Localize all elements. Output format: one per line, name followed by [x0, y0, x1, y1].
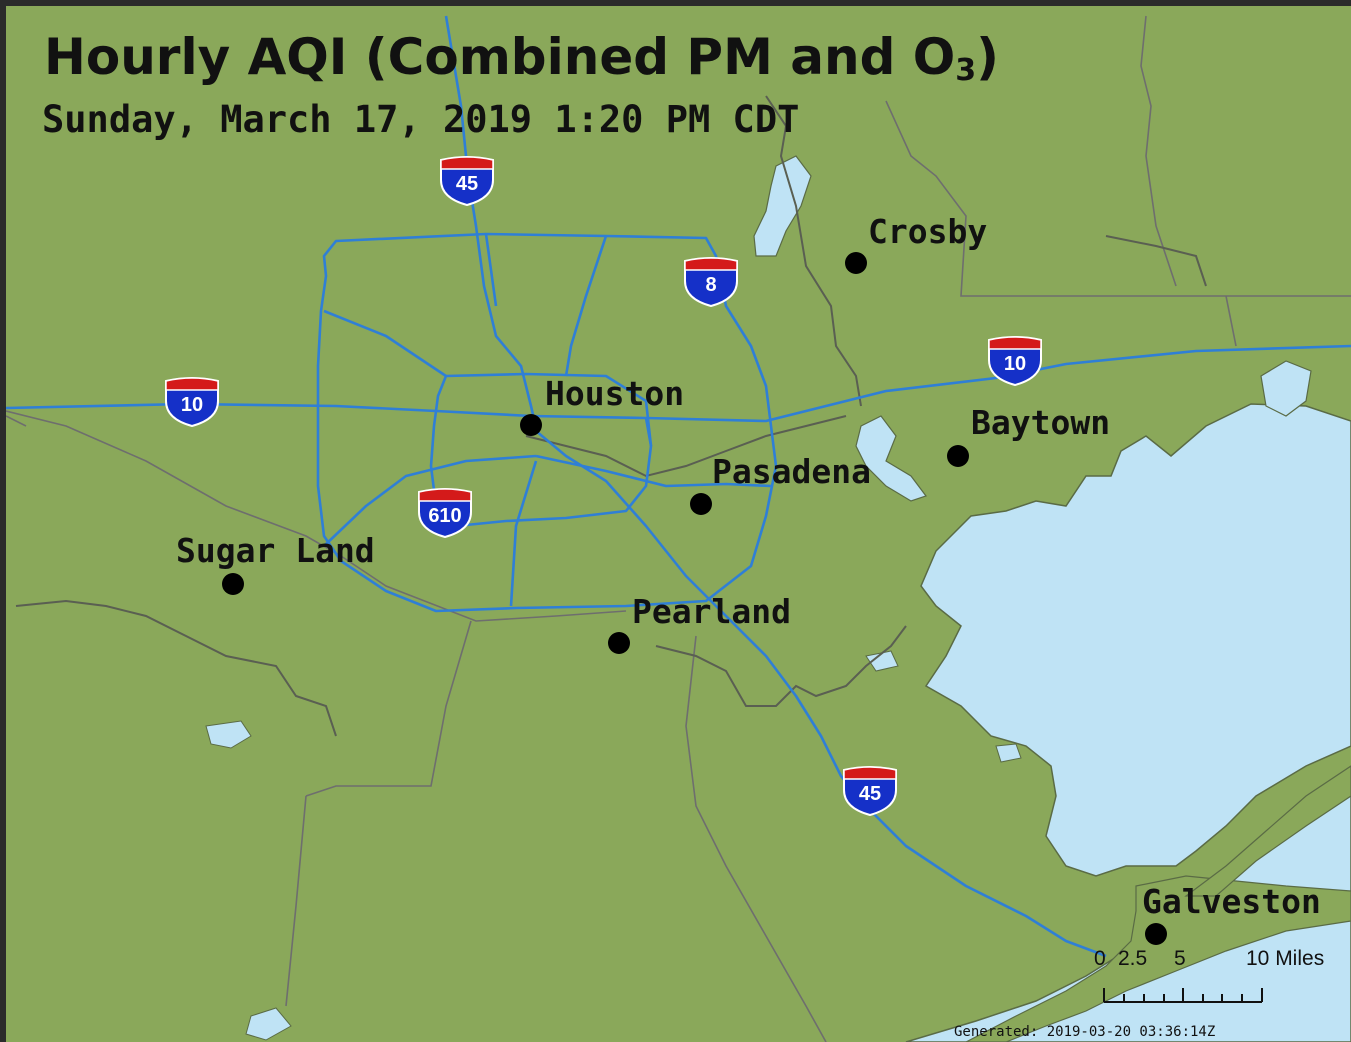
i10-west-shield: 10: [163, 375, 221, 428]
lake-east: [1260, 360, 1312, 417]
lake-small-bottom: [245, 1007, 292, 1041]
sugar-land-marker: [222, 573, 244, 595]
city-label-crosby: Crosby: [868, 212, 988, 251]
shield-number: 610: [428, 505, 462, 527]
map-canvas: [6, 6, 1351, 1042]
galveston-bay: [920, 403, 1351, 877]
city-label-pearland: Pearland: [632, 592, 791, 631]
interstate-shield-icon: [440, 156, 494, 207]
galveston-marker: [1145, 923, 1167, 945]
map-timestamp: Sunday, March 17, 2019 1:20 PM CDT: [42, 98, 800, 141]
shield-number: 45: [455, 173, 479, 195]
scale-label-5: 5: [1174, 947, 1186, 970]
baytown-marker: [947, 445, 969, 467]
lake-small-south: [995, 743, 1022, 763]
interstate-shield-icon: [418, 488, 472, 539]
pasadena-marker: [690, 493, 712, 515]
interstate-shield-icon: [684, 257, 738, 308]
title-text: Hourly AQI (Combined PM and O: [44, 28, 956, 86]
lake-small-sw: [205, 720, 252, 749]
map-frame: Hourly AQI (Combined PM and O3) Sunday, …: [6, 6, 1351, 1042]
lake-houston: [753, 155, 812, 257]
city-label-houston: Houston: [545, 374, 685, 413]
city-label-sugar-land: Sugar Land: [176, 531, 375, 570]
interstate-shield-icon: [988, 336, 1042, 387]
rivers: [15, 95, 1207, 737]
scale-label-0: 0: [1094, 947, 1106, 970]
crosby-marker: [845, 252, 867, 274]
scale-label-10-miles: 10 Miles: [1246, 947, 1325, 970]
city-label-baytown: Baytown: [971, 403, 1111, 442]
city-label-pasadena: Pasadena: [712, 452, 871, 491]
interstate-shield-icon: [165, 377, 219, 428]
i610-shield: 610: [416, 486, 474, 539]
title-close: ): [976, 28, 1000, 86]
pearland-marker: [608, 632, 630, 654]
shield-number: 10: [180, 394, 204, 416]
i45-south-shield: 45: [841, 764, 899, 817]
shield-number: 10: [1003, 353, 1027, 375]
scale-bar: [1103, 988, 1263, 1003]
county-boundaries: [6, 15, 1351, 1042]
i10-east-shield: 10: [986, 334, 1044, 387]
interstate-shield-icon: [843, 766, 897, 817]
beltway-8-shield: 8: [682, 255, 740, 308]
ship-channel-water: [855, 415, 927, 502]
city-label-galveston: Galveston: [1142, 882, 1321, 921]
map-title: Hourly AQI (Combined PM and O3): [44, 28, 999, 88]
shield-number: 45: [858, 783, 882, 805]
bolivar-peninsula: [1184, 765, 1351, 897]
generated-timestamp: Generated: 2019-03-20 03:36:14Z: [954, 1024, 1216, 1040]
houston-marker: [520, 414, 542, 436]
i45-north-shield: 45: [438, 154, 496, 207]
title-subscript: 3: [955, 53, 977, 88]
scale-label-2-5: 2.5: [1118, 947, 1148, 970]
shield-number: 8: [705, 274, 717, 296]
